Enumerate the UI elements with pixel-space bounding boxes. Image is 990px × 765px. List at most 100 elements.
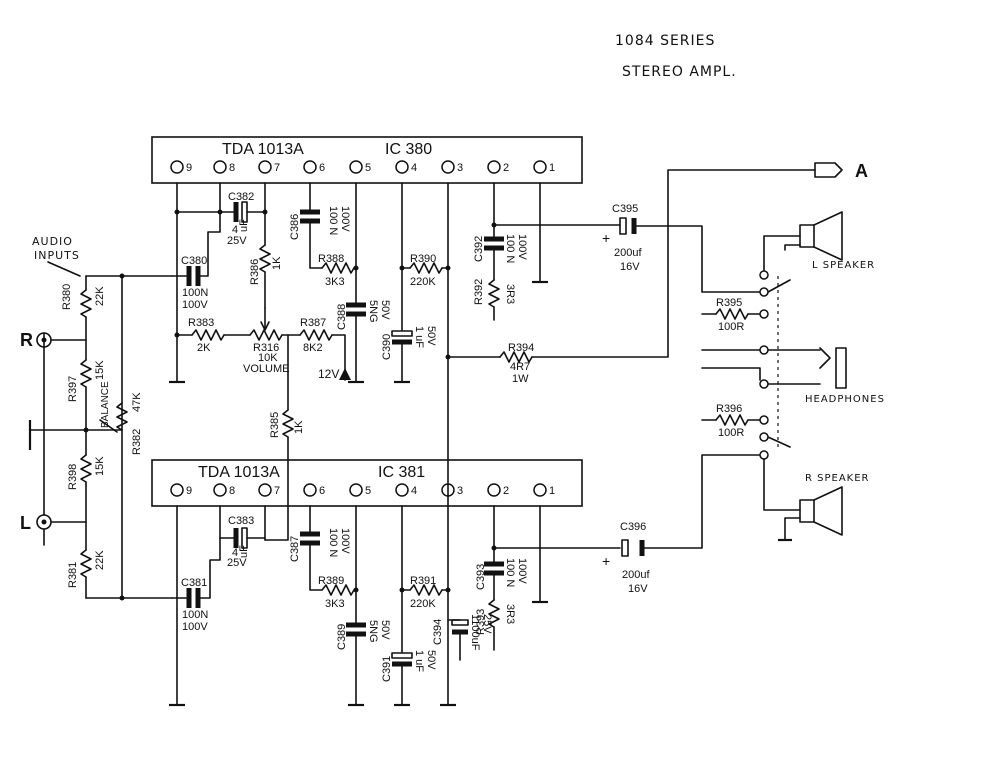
c393-v2: 100V — [516, 558, 528, 584]
ic-bottom-pin-2-label: 2 — [503, 485, 509, 497]
ic-top-pin-2 — [487, 160, 501, 174]
right-input-label: R — [20, 330, 33, 350]
c383-v1: 4 — [232, 547, 238, 559]
r382-value: 47K — [131, 392, 143, 412]
headphone-jack-icon — [835, 347, 847, 389]
c381-ref: C381 — [181, 577, 207, 589]
r383-resistor — [191, 329, 225, 341]
ic-top-pin-4-label: 4 — [411, 162, 417, 174]
r398-resistor — [80, 454, 92, 483]
top-channel: C382 4 25V uF R386 1K C380 100N 100V R38… — [169, 161, 868, 707]
r394-ref: R394 — [508, 342, 534, 354]
c390-v1: 1 uF — [413, 326, 425, 348]
r381-ref: R381 — [67, 562, 79, 588]
ic-bottom-pin-7 — [258, 483, 272, 497]
r380-ref: R380 — [61, 284, 73, 310]
r316-value: 10K — [258, 352, 278, 364]
c394-ref: C394 — [432, 619, 444, 645]
ic-381-ref: IC 381 — [378, 464, 425, 481]
r383-value: 2K — [197, 342, 211, 354]
c389-ref: C389 — [336, 624, 348, 650]
c390-v2: 50V — [425, 326, 437, 346]
c383-ref: C383 — [228, 515, 254, 527]
c395-plus: + — [602, 230, 610, 246]
c396-plus: + — [602, 553, 610, 569]
r386-ref: R386 — [249, 259, 261, 285]
r390-resistor — [409, 262, 443, 274]
r383-ref: R383 — [188, 317, 214, 329]
ic-bottom-pin-1-label: 1 — [549, 485, 555, 497]
ic-bottom-pin-8-label: 8 — [229, 485, 235, 497]
r397-value: 15K — [94, 360, 106, 380]
ic-top-pin-8-label: 8 — [229, 162, 235, 174]
ic-bottom-pin-7-label: 7 — [274, 485, 280, 497]
r387-resistor — [299, 329, 333, 341]
left-input-label: L — [20, 513, 31, 533]
c395-v2: 16V — [620, 261, 640, 273]
ic-380-ref: IC 380 — [385, 141, 432, 158]
r387-ref: R387 — [300, 317, 326, 329]
c391-ref: C391 — [381, 656, 393, 682]
c383-v2: 25V — [227, 557, 247, 569]
ic-381-type: TDA 1013A — [198, 464, 280, 481]
c396-ref: C396 — [620, 521, 646, 533]
c392-ref: C392 — [473, 236, 485, 262]
c394-v2: 25V — [481, 614, 493, 634]
r397-resistor — [80, 359, 92, 388]
ic-bottom-pin-6-label: 6 — [319, 485, 325, 497]
c391-capacitor — [391, 652, 413, 659]
ic-381-body — [151, 459, 583, 507]
r316-name: VOLUME — [243, 363, 289, 375]
input-section: AUDIO INPUTS R L R380 22K R397 15K R398 … — [20, 235, 173, 601]
c395-capacitor — [619, 217, 627, 235]
c393-ref: C393 — [475, 564, 487, 590]
ic-top-pin-5-label: 5 — [365, 162, 371, 174]
headphones-label: HEADPHONES — [805, 394, 885, 405]
r380-value: 22K — [94, 286, 106, 306]
node-a-label: A — [855, 161, 868, 181]
ic-top-pin-7 — [258, 160, 272, 174]
r390-value: 220K — [410, 276, 436, 288]
title-line1: 1084 SERIES — [615, 33, 715, 49]
ic-top-pin-1-label: 1 — [549, 162, 555, 174]
ic-bottom-pin-9 — [170, 483, 184, 497]
c382-ref: C382 — [228, 191, 254, 203]
ic-bottom-pin-5 — [349, 483, 363, 497]
c387-ref: C387 — [289, 536, 301, 562]
r388-ref: R388 — [318, 253, 344, 265]
ic-bottom-pin-1 — [533, 483, 547, 497]
input-arrow — [47, 261, 81, 277]
r393-ref: R393 — [475, 609, 487, 635]
c380-v2: 100V — [182, 299, 208, 311]
balance-label: BALANCE — [100, 381, 111, 428]
c395-ref: C395 — [612, 203, 638, 215]
c389-v2: 50V — [379, 620, 391, 640]
r388-value: 3K3 — [325, 276, 345, 288]
r385-ref: R385 — [269, 412, 281, 438]
r389-ref: R389 — [318, 575, 344, 587]
r395-value: 100R — [718, 321, 744, 333]
c387-v2: 100V — [339, 528, 351, 554]
r389-resistor — [321, 584, 355, 596]
ic-bottom-pin-3-label: 3 — [457, 485, 463, 497]
ic-bottom-pin-8 — [213, 483, 227, 497]
c389-v1: 5NG — [367, 620, 379, 643]
ic-380-type: TDA 1013A — [222, 141, 304, 158]
ic-top-pin-4 — [395, 160, 409, 174]
r385-resistor — [282, 409, 294, 438]
left-speaker-label: L SPEAKER — [812, 260, 875, 271]
c386-v2: 100V — [339, 206, 351, 232]
c395-v1: 200uf — [614, 247, 642, 259]
r390-ref: R390 — [410, 253, 436, 265]
ic-bottom-pin-4-label: 4 — [411, 485, 417, 497]
r382-ref: R382 — [131, 429, 143, 455]
ic-bottom-pin-6 — [303, 483, 317, 497]
r394-v1: 4R7 — [510, 361, 530, 373]
ic-top-pin-8 — [213, 160, 227, 174]
ic-top-pin-3-label: 3 — [457, 162, 463, 174]
r380-resistor — [80, 289, 92, 318]
c393-v1: 100 N — [504, 558, 516, 587]
ic-top-pin-7-label: 7 — [274, 162, 280, 174]
c388-v2: 50V — [379, 300, 391, 320]
